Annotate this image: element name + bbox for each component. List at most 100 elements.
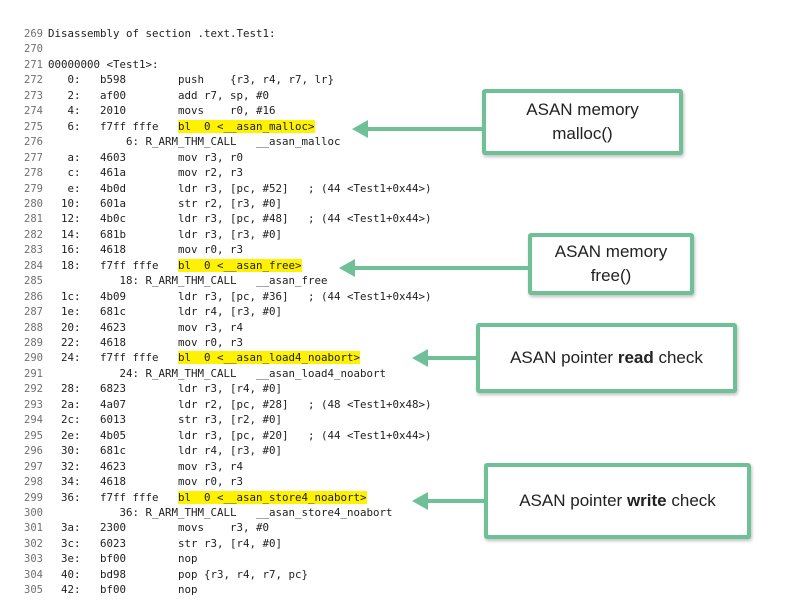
code-text: 6: f7ff fffe bl 0 <__asan_malloc>: [48, 119, 315, 133]
code-line: 296 30: 681c ldr r4, [r3, #0]: [0, 444, 800, 458]
callout-free-line1: ASAN memory: [554, 242, 668, 261]
code-text: 1c: 4b09 ldr r3, [pc, #36] ; (44 <Test1+…: [48, 289, 432, 303]
line-number: 286: [24, 290, 43, 303]
callout-read-text: ASAN pointer read check: [510, 348, 703, 367]
arrow-free: [339, 259, 528, 277]
line-number: 276: [24, 136, 43, 149]
line-number: 304: [24, 568, 43, 581]
line-number: 272: [24, 74, 43, 87]
code-text: 18: R_ARM_THM_CALL __asan_free: [48, 274, 328, 288]
code-text: 2: af00 add r7, sp, #0: [48, 88, 270, 102]
code-text: 18: f7ff fffe bl 0 <__asan_free>: [48, 258, 302, 272]
line-number: 298: [24, 476, 43, 489]
line-number: 287: [24, 306, 43, 319]
code-line: 274 4: 2010 movs r0, #16: [0, 104, 800, 118]
code-text: 30: 681c ldr r4, [r3, #0]: [48, 444, 283, 458]
code-text: 36: R_ARM_THM_CALL __asan_store4_noabort: [48, 505, 393, 519]
code-text: 20: 4623 mov r3, r4: [48, 320, 244, 334]
line-number: 299: [24, 491, 43, 504]
line-number: 280: [24, 197, 43, 210]
code-text: 36: f7ff fffe bl 0 <__asan_store4_noabor…: [48, 490, 367, 504]
line-number: 269: [24, 28, 43, 40]
line-number: 274: [24, 105, 43, 118]
arrow-write: [412, 492, 484, 510]
code-line: 294 2c: 6013 str r3, [r2, #0]: [0, 413, 800, 427]
code-text: a: 4603 mov r3, r0: [48, 150, 244, 164]
code-line: 277 a: 4603 mov r3, r0: [0, 151, 800, 165]
code-text: 12: 4b0c ldr r3, [pc, #48] ; (44 <Test1+…: [48, 212, 432, 226]
code-text: 32: 4623 mov r3, r4: [48, 459, 244, 473]
code-text: 14: 681b ldr r3, [r3, #0]: [48, 227, 283, 241]
code-line: 295 2e: 4b05 ldr r3, [pc, #20] ; (44 <Te…: [0, 429, 800, 443]
line-number: 275: [24, 120, 43, 133]
callout-asan-free: ASAN memory free(): [528, 233, 694, 295]
highlighted-call: bl 0 <__asan_load4_noabort>: [178, 351, 361, 365]
highlighted-call: bl 0 <__asan_free>: [178, 258, 302, 272]
code-line: 303 3e: bf00 nop: [0, 552, 800, 566]
line-number: 288: [24, 321, 43, 334]
code-text: 10: 601a str r2, [r3, #0]: [48, 196, 283, 210]
line-number: 305: [24, 584, 43, 597]
code-line: 305 42: bf00 nop: [0, 583, 800, 597]
code-text: 28: 6823 ldr r3, [r4, #0]: [48, 382, 283, 396]
code-text: Disassembly of section .text.Test1:: [48, 27, 276, 40]
code-line: 288 20: 4623 mov r3, r4: [0, 321, 800, 335]
code-line: 291 24: R_ARM_THM_CALL __asan_load4_noab…: [0, 367, 800, 381]
code-text: 2e: 4b05 ldr r3, [pc, #20] ; (44 <Test1+…: [48, 428, 432, 442]
callout-malloc-line1: ASAN memory: [526, 100, 639, 119]
line-number: 291: [24, 367, 43, 380]
line-number: 285: [24, 275, 43, 288]
highlighted-call: bl 0 <__asan_store4_noabort>: [178, 490, 367, 504]
arrow-malloc: [352, 120, 482, 138]
line-number: 282: [24, 228, 43, 241]
code-text: 42: bf00 nop: [48, 583, 198, 597]
code-line: 276 6: R_ARM_THM_CALL __asan_malloc: [0, 135, 800, 149]
code-line: 283 16: 4618 mov r0, r3: [0, 243, 800, 257]
line-number: 271: [24, 58, 43, 71]
code-line: 281 12: 4b0c ldr r3, [pc, #48] ; (44 <Te…: [0, 212, 800, 226]
code-line: 290 24: f7ff fffe bl 0 <__asan_load4_noa…: [0, 351, 800, 365]
line-number: 294: [24, 414, 43, 427]
code-line: 289 22: 4618 mov r0, r3: [0, 336, 800, 350]
code-text: e: 4b0d ldr r3, [pc, #52] ; (44 <Test1+0…: [48, 181, 432, 195]
code-line: 279 e: 4b0d ldr r3, [pc, #52] ; (44 <Tes…: [0, 182, 800, 196]
code-line: 293 2a: 4a07 ldr r2, [pc, #28] ; (48 <Te…: [0, 398, 800, 412]
code-line: 284 18: f7ff fffe bl 0 <__asan_free>: [0, 258, 800, 273]
code-line: 297 32: 4623 mov r3, r4: [0, 460, 800, 474]
line-number: 279: [24, 182, 43, 195]
code-text: 3c: 6023 str r3, [r4, #0]: [48, 536, 283, 550]
arrow-read: [412, 349, 476, 367]
callout-write-text: ASAN pointer write check: [519, 491, 716, 510]
code-line: 302 3c: 6023 str r3, [r4, #0]: [0, 537, 800, 551]
line-number: 292: [24, 383, 43, 396]
line-number: 278: [24, 167, 43, 180]
line-number: 297: [24, 460, 43, 473]
code-line: 282 14: 681b ldr r3, [r3, #0]: [0, 228, 800, 242]
code-text: 2c: 6013 str r3, [r2, #0]: [48, 413, 283, 427]
line-number: 295: [24, 429, 43, 442]
code-line: 300 36: R_ARM_THM_CALL __asan_store4_noa…: [0, 506, 800, 520]
line-number: 289: [24, 337, 43, 349]
code-text: 3a: 2300 movs r3, #0: [48, 521, 270, 535]
line-number: 273: [24, 89, 43, 102]
line-number: 290: [24, 352, 43, 365]
code-text: 40: bd98 pop {r3, r4, r7, pc}: [48, 567, 309, 581]
code-text: 22: 4618 mov r0, r3: [48, 336, 244, 349]
line-number: 296: [24, 445, 43, 458]
code-text: 0: b598 push {r3, r4, r7, lr}: [48, 73, 335, 87]
line-number: 270: [24, 43, 43, 56]
line-number: 283: [24, 244, 43, 257]
line-number: 277: [24, 151, 43, 164]
code-line: 301 3a: 2300 movs r3, #0: [0, 521, 800, 535]
code-line: 280 10: 601a str r2, [r3, #0]: [0, 197, 800, 211]
code-text: 4: 2010 movs r0, #16: [48, 104, 276, 118]
code-line: 286 1c: 4b09 ldr r3, [pc, #36] ; (44 <Te…: [0, 290, 800, 304]
code-text: 1e: 681c ldr r4, [r3, #0]: [48, 305, 283, 319]
callout-asan-malloc: ASAN memory malloc(): [482, 89, 683, 155]
line-number: 281: [24, 213, 43, 226]
code-line: 270: [0, 42, 800, 56]
code-line: 298 34: 4618 mov r0, r3: [0, 475, 800, 489]
code-line: 269 Disassembly of section .text.Test1:: [0, 27, 800, 41]
code-line: 304 40: bd98 pop {r3, r4, r7, pc}: [0, 568, 800, 582]
code-line: 287 1e: 681c ldr r4, [r3, #0]: [0, 305, 800, 319]
